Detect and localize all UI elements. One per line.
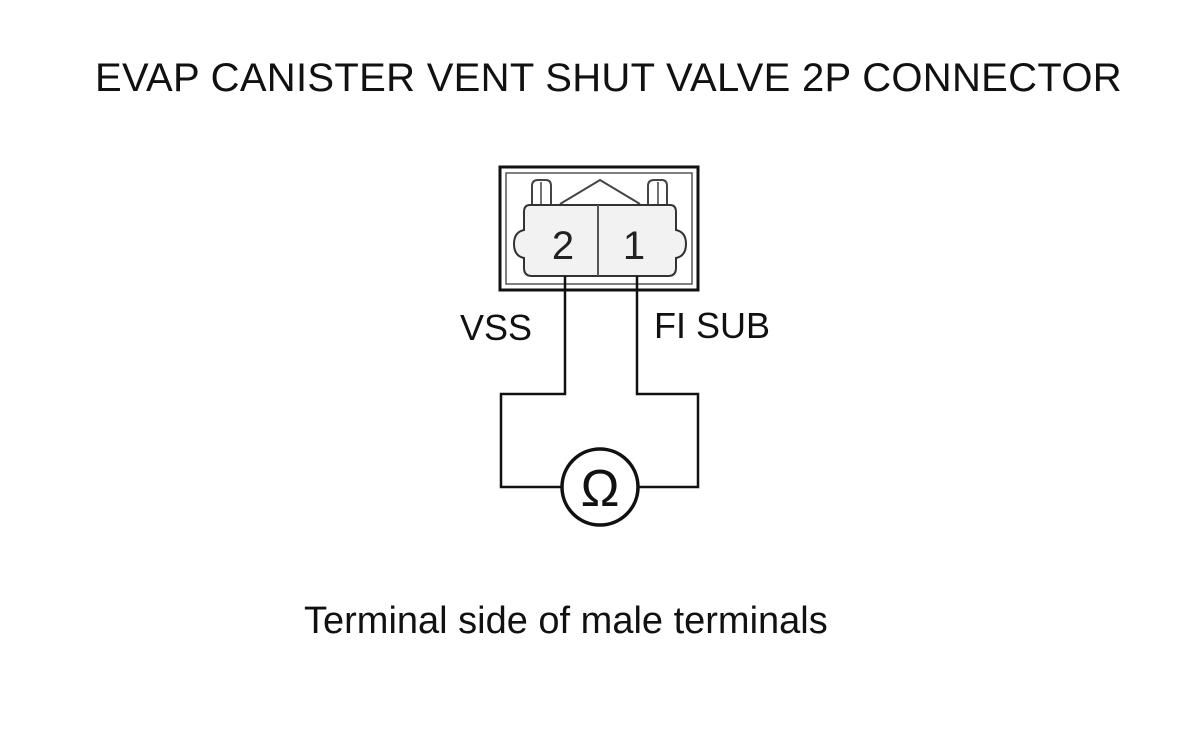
ohm-symbol: Ω [581, 460, 620, 518]
meter-leads [499, 276, 700, 489]
ohmmeter-icon: Ω [560, 447, 640, 527]
diagram-title: EVAP CANISTER VENT SHUT VALVE 2P CONNECT… [95, 56, 1122, 100]
connector-left-latch [531, 179, 552, 205]
ohmmeter-circle [560, 447, 640, 527]
terminal-1-number: 1 [623, 224, 645, 268]
connector-right-latch [647, 179, 668, 205]
connector-housing-inner [505, 172, 693, 285]
connector-lock-tab [559, 178, 641, 205]
lead-terminal-1 [635, 276, 700, 489]
connector-2p: 2 1 [498, 165, 700, 292]
wire-label-fi-sub: FI SUB [654, 305, 770, 346]
terminal-2-number: 2 [552, 224, 574, 268]
diagram-caption: Terminal side of male terminals [304, 600, 828, 642]
connector-terminal-body [512, 204, 688, 277]
wire-label-vss: VSS [460, 307, 532, 348]
lead-terminal-2 [499, 276, 567, 489]
